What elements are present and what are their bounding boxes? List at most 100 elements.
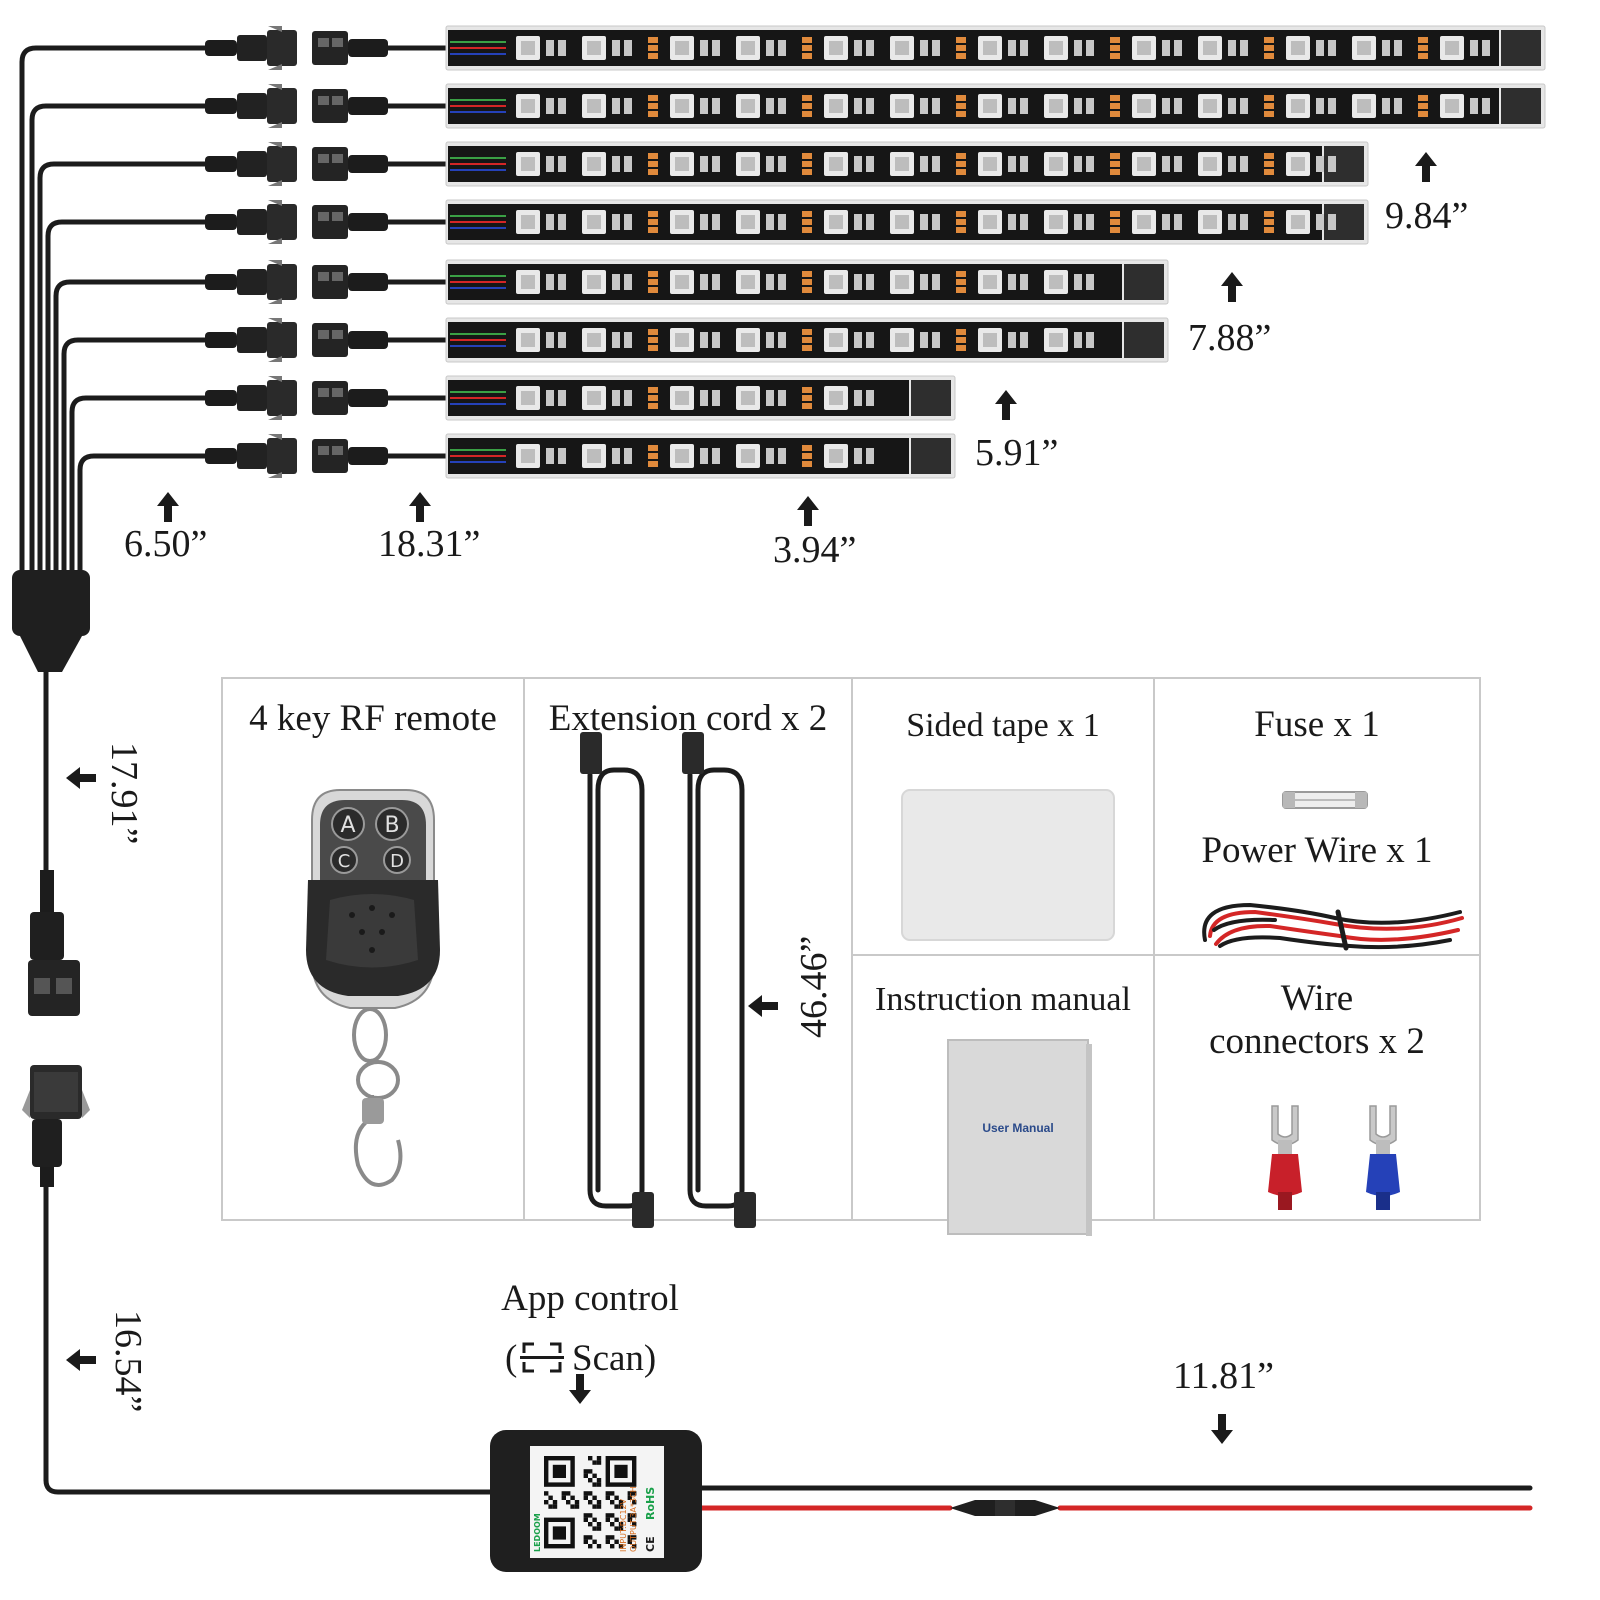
socket-pin: [332, 272, 343, 281]
resistor: [648, 95, 658, 101]
resistor: [1418, 37, 1428, 43]
qr-module: [583, 1469, 588, 1474]
led-die: [741, 275, 755, 289]
fuse-image: [1282, 791, 1368, 809]
smd-pad: [1074, 98, 1082, 114]
smd-pad: [1470, 40, 1478, 56]
smd-pad: [778, 40, 786, 56]
resistor: [648, 461, 658, 467]
qr-module: [618, 1544, 624, 1549]
dim-label-7-88: 7.88”: [1188, 317, 1271, 359]
smd-pad: [854, 98, 862, 114]
qr-module: [588, 1469, 593, 1474]
smd-pad: [1394, 98, 1402, 114]
smd-pad: [778, 98, 786, 114]
resistor: [956, 287, 966, 293]
smd-pad: [766, 448, 774, 464]
qr-module: [610, 1500, 615, 1505]
socket-pin: [332, 154, 343, 163]
resistor: [1264, 227, 1274, 233]
led-die: [521, 333, 535, 347]
smd-pad: [700, 274, 708, 290]
resistor: [648, 103, 658, 109]
socket-head: [312, 147, 348, 181]
led-die: [895, 99, 909, 113]
resistor: [1110, 169, 1120, 175]
smd-pad: [546, 332, 554, 348]
smd-pad: [766, 332, 774, 348]
remote-label: 4 key RF remote: [249, 698, 497, 739]
resistor: [802, 211, 812, 217]
led-die: [1445, 99, 1459, 113]
branch-wire: [61, 337, 208, 583]
smd-pad: [920, 214, 928, 230]
led-die: [741, 157, 755, 171]
led-die: [587, 41, 601, 55]
socket-boot: [348, 389, 388, 407]
smd-pad: [1228, 156, 1236, 172]
resistor: [802, 345, 812, 351]
dim-label-3-94: 3.94”: [773, 529, 856, 571]
resistor: [802, 153, 812, 159]
connectors-label-line1: Wire: [1281, 978, 1353, 1019]
qr-module: [627, 1513, 632, 1518]
resistor: [648, 227, 658, 233]
qr-module: [618, 1504, 624, 1509]
led-die: [1357, 99, 1371, 113]
led-die: [895, 215, 909, 229]
smd-pad: [558, 448, 566, 464]
plug-latch: [268, 26, 282, 32]
smd-pad: [1382, 98, 1390, 114]
smd-pad: [1086, 40, 1094, 56]
qr-finder-core: [614, 1464, 628, 1478]
smd-pad: [866, 214, 874, 230]
qr-module: [592, 1495, 597, 1500]
qr-module: [592, 1526, 597, 1531]
smd-pad: [612, 214, 620, 230]
socket-boot: [348, 331, 388, 349]
smd-pad: [624, 448, 632, 464]
smd-pad: [1240, 98, 1248, 114]
resistor: [802, 169, 812, 175]
qr-module: [588, 1513, 593, 1518]
resistor: [1418, 111, 1428, 117]
plug-head: [267, 438, 297, 474]
resistor: [1264, 219, 1274, 225]
plug-boot: [205, 332, 237, 348]
socket-boot: [348, 97, 388, 115]
socket-boot: [348, 273, 388, 291]
smd-pad: [854, 448, 862, 464]
smd-pad: [932, 40, 940, 56]
plug-latch: [268, 84, 282, 90]
smd-pad: [766, 156, 774, 172]
socket-pin: [332, 212, 343, 221]
smd-pad: [558, 98, 566, 114]
end-cap: [1124, 322, 1164, 358]
smd-pad: [1086, 98, 1094, 114]
smd-pad: [1074, 274, 1082, 290]
resistor: [648, 387, 658, 393]
plug-body: [237, 151, 267, 177]
qr-module: [610, 1491, 615, 1496]
smd-pad: [766, 40, 774, 56]
controller-rohs: RoHS: [644, 1487, 657, 1520]
smd-pad: [1240, 156, 1248, 172]
smd-pad: [1328, 156, 1336, 172]
branch-wire: [19, 45, 208, 583]
socket-head: [312, 439, 348, 473]
led-die: [829, 391, 843, 405]
smd-pad: [700, 214, 708, 230]
resistor: [648, 271, 658, 277]
strip-pcb: [448, 204, 1322, 240]
led-die: [1049, 41, 1063, 55]
led-die: [521, 391, 535, 405]
trunk-connector-lower: [22, 1065, 90, 1187]
smd-pad: [700, 98, 708, 114]
plug-latch: [268, 318, 282, 324]
smd-pad: [920, 40, 928, 56]
led-die: [983, 41, 997, 55]
smd-pad: [778, 156, 786, 172]
led-die: [521, 215, 535, 229]
led-die: [675, 391, 689, 405]
smd-pad: [778, 274, 786, 290]
